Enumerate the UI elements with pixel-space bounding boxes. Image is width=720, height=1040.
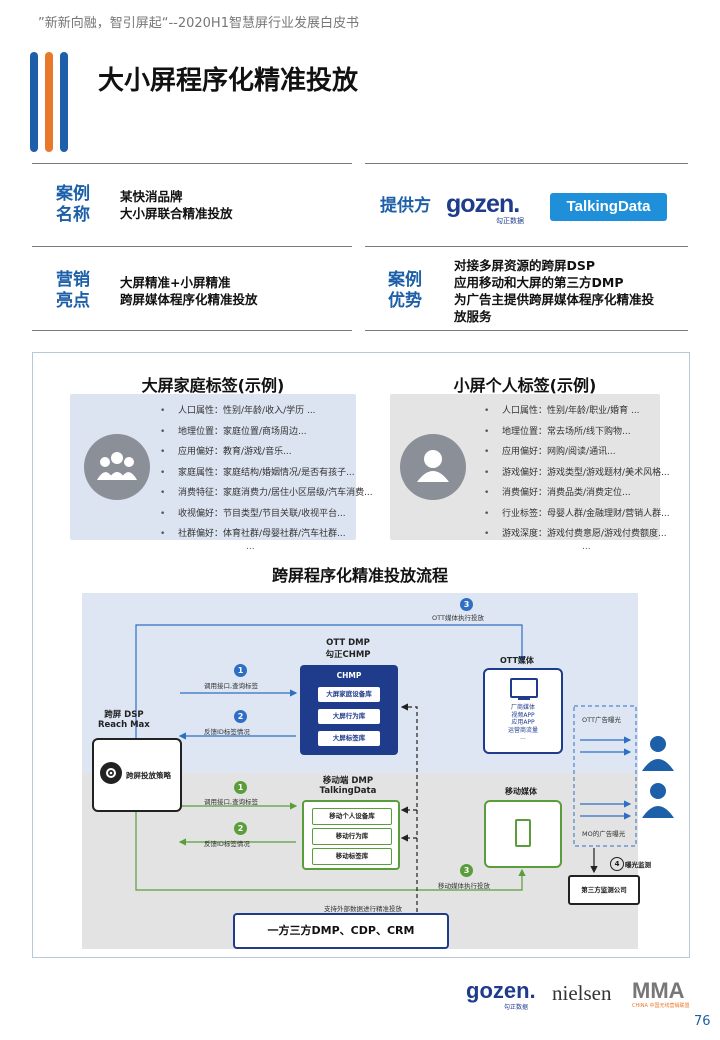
header-text: ”新新向融，智引屏起“--2020H1智慧屏行业发展白皮书 (38, 16, 359, 31)
step-1-mobile: 1 (234, 781, 247, 794)
mobile-dmp-row: 移动标签库 (312, 848, 392, 865)
monitor-label: 曝光监测 (625, 861, 651, 869)
person-icon (400, 434, 466, 500)
mo-exposure-label: MO的广告曝光 (582, 830, 626, 838)
call-interface-label: 调用接口,查询标签 (204, 798, 259, 806)
tag-item: 地理位置：家庭位置/商场周边... (160, 422, 373, 443)
tag-item: 游戏偏好：游戏类型/游戏题材/美术风格... (484, 463, 670, 484)
divider (365, 330, 688, 331)
big-screen-tag-list: 人口属性：性别/年龄/收入/学历 ... 地理位置：家庭位置/商场周边... 应… (160, 401, 373, 545)
feedback-label: 反馈ID标签情况 (204, 840, 250, 848)
case-name-label: 案例 名称 (56, 184, 90, 225)
ott-exec-label: OTT媒体执行投放 (432, 614, 484, 622)
tag-item: 应用偏好：网购/阅读/通讯... (484, 442, 670, 463)
ott-media-list: 厂商媒体 视频APP 应用APP 运营商流量 ... (507, 704, 538, 741)
tag-item: 游戏深度：游戏付费意愿/游戏付费额度... (484, 524, 670, 545)
page-title: 大小屏程序化精准投放 (98, 66, 359, 96)
mobile-media-title: 移动媒体 (505, 787, 537, 796)
highlight-label: 营销 亮点 (56, 270, 90, 311)
tag-item: 家庭属性：家庭结构/婚姻情况/是否有孩子... (160, 463, 373, 484)
tag-item: 收视偏好：节目类型/节目关联/收视平台... (160, 504, 373, 525)
ott-exposure-label: OTT广告曝光 (582, 716, 621, 724)
brain-gear-icon (100, 762, 122, 784)
mobile-dmp-row: 移动个人设备库 (312, 808, 392, 825)
tag-item: 地理位置：常去场所/线下购物... (484, 422, 670, 443)
tag-item: 消费特征：家庭消费力/居住小区层级/汽车消费... (160, 483, 373, 504)
mobile-exec-label: 移动媒体执行投放 (438, 882, 490, 890)
user-icon (640, 780, 676, 820)
page-number: 76 (694, 1014, 711, 1029)
step-2-ott: 2 (234, 710, 247, 723)
tag-item: 行业标签：母婴人群/金融理财/营销人群... (484, 504, 670, 525)
step-2-mobile: 2 (234, 822, 247, 835)
dsp-label: 跨屏 DSP Reach Max (98, 710, 150, 730)
tag-item: 人口属性：性别/年龄/收入/学历 ... (160, 401, 373, 422)
step-1-ott: 1 (234, 664, 247, 677)
third-party-box: 第三方监测公司 (568, 875, 640, 905)
tag-item: 人口属性：性别/年龄/职业/婚育 ... (484, 401, 670, 422)
chmp-row: 大屏家庭设备库 (318, 687, 380, 702)
divider (365, 246, 688, 247)
highlight-value: 大屏精准+小屏精准 跨屏媒体程序化精准投放 (120, 275, 258, 307)
external-label: 支持外部数据进行精准投放 (324, 905, 402, 913)
advantage-value: 对接多屏资源的跨屏DSP 应用移动和大屏的第三方DMP 为广告主提供跨屏媒体程序… (454, 258, 655, 324)
small-screen-title: 小屏个人标签(示例) (453, 376, 597, 395)
mobile-media-box (484, 800, 562, 868)
user-icon (640, 733, 676, 773)
big-screen-title: 大屏家庭标签(示例) (141, 376, 285, 395)
family-group-icon (84, 434, 150, 500)
tag-item: 消费偏好：消费品类/消费定位... (484, 483, 670, 504)
tv-icon (510, 678, 538, 698)
ellipsis: ... (582, 542, 591, 552)
footer-gozen-logo: gozen. 勾正数据 (466, 978, 536, 1011)
strategy-label: 跨屏投放策略 (126, 771, 171, 780)
ellipsis: ... (246, 542, 255, 552)
mobile-dmp-row: 移动行为库 (312, 828, 392, 845)
step-3-mobile: 3 (460, 864, 473, 877)
ott-media-title: OTT媒体 (500, 656, 534, 665)
mobile-dmp-title: 移动端 DMP TalkingData (319, 776, 377, 796)
chmp-row: 大屏标签库 (318, 731, 380, 746)
title-accent-bars (30, 52, 76, 160)
advantage-label: 案例 优势 (388, 270, 422, 311)
feedback-label: 反馈ID标签情况 (204, 728, 250, 736)
small-screen-tag-list: 人口属性：性别/年龄/职业/婚育 ... 地理位置：常去场所/线下购物... 应… (484, 401, 670, 545)
mma-logo: MMA CHINA 中国无线营销联盟 (632, 978, 690, 1009)
chmp-box: CHMP 大屏家庭设备库 大屏行为库 大屏标签库 (300, 665, 398, 755)
divider (32, 246, 352, 247)
strategy-box: 跨屏投放策略 (92, 738, 182, 812)
talkingdata-logo: TalkingData (550, 193, 667, 221)
tag-item: 应用偏好：教育/游戏/音乐... (160, 442, 373, 463)
phone-icon (515, 819, 531, 847)
divider (32, 330, 352, 331)
chmp-label: CHMP (336, 671, 362, 680)
chmp-row: 大屏行为库 (318, 709, 380, 724)
step-3-ott: 3 (460, 598, 473, 611)
external-data-box: 一方三方DMP、CDP、CRM (233, 913, 449, 949)
case-name-value: 某快消品牌 大小屏联合精准投放 (120, 189, 233, 221)
nielsen-logo: nielsen (552, 981, 612, 1005)
gozen-logo: gozen. 勾正数据 (446, 190, 524, 225)
ott-media-box: 厂商媒体 视频APP 应用APP 运营商流量 ... (483, 668, 563, 754)
call-interface-label: 调用接口,查询标签 (204, 682, 259, 690)
divider (365, 163, 688, 164)
provider-label: 提供方 (380, 196, 431, 216)
divider (32, 163, 352, 164)
tag-item: 社群偏好：体育社群/母婴社群/汽车社群... (160, 524, 373, 545)
mobile-dmp-box: 移动个人设备库 移动行为库 移动标签库 (302, 800, 400, 870)
step-4: 4 (610, 857, 624, 871)
flow-title: 跨屏程序化精准投放流程 (271, 566, 448, 585)
ott-dmp-title: OTT DMP 勾正CHMP (325, 638, 371, 660)
